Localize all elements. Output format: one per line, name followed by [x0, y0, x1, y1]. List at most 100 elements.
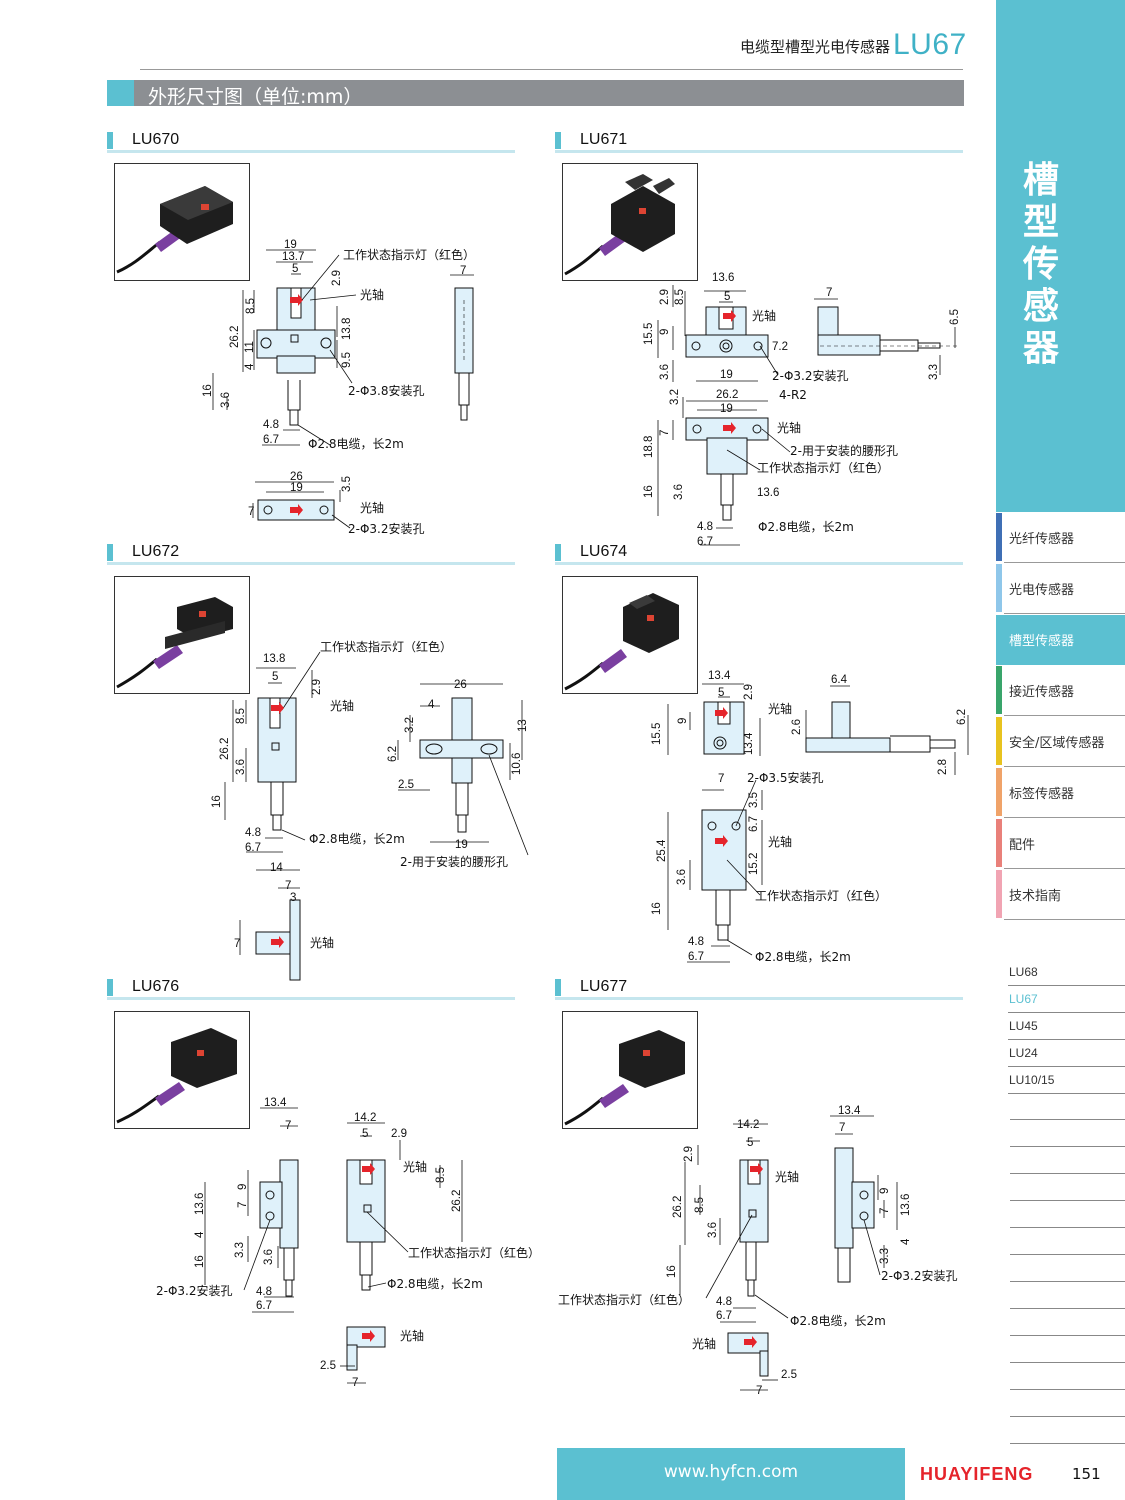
- dim: 7: [285, 880, 291, 892]
- dim: 2.9: [331, 270, 343, 286]
- label-holes: 2-Φ3.2安装孔: [156, 1283, 233, 1298]
- sidebar-category-title: 槽型传感器: [1022, 160, 1059, 369]
- dim: 7: [460, 265, 466, 277]
- brand-logo: HUAYIFENG: [920, 1464, 1034, 1484]
- label-indicator: 工作状态指示灯（红色）: [558, 1292, 690, 1307]
- dim: 3.2: [404, 717, 416, 733]
- dim: 26.2: [229, 326, 241, 348]
- sensor-photo-icon: [116, 1028, 237, 1124]
- dim: 4: [428, 699, 435, 711]
- dim: 5: [718, 687, 724, 699]
- sidebar-item-label-sensor[interactable]: 标签传感器: [996, 768, 1125, 818]
- dim: 3.6: [659, 364, 671, 380]
- divider: [1010, 1227, 1125, 1228]
- series-item-lu10-15[interactable]: LU10/15: [1008, 1068, 1125, 1094]
- dim: 7: [352, 1377, 358, 1389]
- divider: [1010, 1443, 1125, 1444]
- series-label: LU24: [1009, 1046, 1038, 1060]
- label-optical-axis: 光轴: [752, 308, 776, 323]
- dim: 5: [724, 291, 730, 303]
- dim: 16: [202, 384, 214, 397]
- product-name: LU674: [580, 543, 628, 560]
- dim: 6.7: [256, 1300, 272, 1312]
- footer-url[interactable]: www.hyfcn.com: [663, 1462, 799, 1482]
- dim: 26.2: [672, 1196, 684, 1218]
- divider: [1010, 1335, 1125, 1336]
- sidebar-item-fiber[interactable]: 光纤传感器: [996, 513, 1125, 563]
- dim: 19: [455, 839, 468, 851]
- divider: [1010, 1173, 1125, 1174]
- sidebar-item-proximity[interactable]: 接近传感器: [996, 666, 1125, 716]
- sidebar-item-safety[interactable]: 安全/区域传感器: [996, 717, 1125, 767]
- dim: 13.4: [743, 732, 755, 755]
- label-optical-axis: 光轴: [768, 834, 792, 849]
- dim: 8.5: [674, 289, 686, 305]
- sensor-photo-icon: [116, 186, 233, 274]
- label-indicator: 工作状态指示灯（红色）: [408, 1245, 540, 1260]
- series-item-lu45[interactable]: LU45: [1008, 1014, 1125, 1040]
- label-holes: 2-Φ3.5安装孔: [747, 770, 824, 785]
- dim: 19: [290, 482, 303, 494]
- dim: 2.5: [781, 1369, 797, 1381]
- dim: 11: [244, 341, 256, 353]
- dim: 3.6: [235, 759, 247, 775]
- divider: [1010, 1146, 1125, 1147]
- dim: 3.6: [676, 869, 688, 885]
- dim: 2.5: [398, 779, 414, 791]
- dim: 15.5: [643, 323, 655, 345]
- header-title: 电缆型槽型光电传感器: [739, 38, 890, 56]
- dim: 4: [900, 1238, 912, 1245]
- label-cable: Φ2.8电缆，长2m: [309, 832, 405, 846]
- dim: 3.3: [928, 364, 940, 380]
- sidebar-item-guide[interactable]: 技术指南: [996, 870, 1125, 920]
- product-photo-lu670: [114, 163, 250, 281]
- dim: 9: [237, 1184, 249, 1190]
- dim: 26.2: [219, 738, 231, 760]
- divider: [1010, 1281, 1125, 1282]
- lu670-front-view: [256, 287, 336, 426]
- dim: 5: [272, 671, 278, 683]
- dim: 4.8: [688, 936, 704, 948]
- series-item-lu24[interactable]: LU24: [1008, 1041, 1125, 1067]
- dim: 4.8: [697, 521, 713, 533]
- dim: 7: [659, 430, 671, 436]
- dim: 13.8: [341, 318, 353, 340]
- dim: 13.4: [708, 670, 731, 682]
- dim: 6.4: [831, 674, 848, 686]
- divider: [1010, 1416, 1125, 1417]
- divider: [1010, 1389, 1125, 1390]
- sidebar-item-label: 技术指南: [1009, 889, 1062, 904]
- label-indicator: 工作状态指示灯（红色）: [755, 888, 887, 903]
- series-item-lu67[interactable]: LU67: [1008, 987, 1125, 1013]
- product-photo-lu677: [562, 1011, 698, 1129]
- product-heading-lu671: LU671: [555, 131, 963, 153]
- dim: 13.4: [264, 1097, 287, 1109]
- sidebar-item-slot[interactable]: 槽型传感器: [996, 615, 1125, 665]
- label-indicator: 工作状态指示灯（红色）: [343, 247, 475, 262]
- dim: 6.2: [387, 746, 399, 762]
- dim: 16: [643, 485, 655, 498]
- dim: 4.8: [263, 419, 279, 431]
- dim: 18.8: [643, 436, 655, 458]
- series-label: LU45: [1009, 1019, 1038, 1033]
- dim: 7: [718, 773, 724, 785]
- label-optical-axis: 光轴: [692, 1336, 716, 1351]
- label-cable: Φ2.8电缆，长2m: [790, 1314, 886, 1328]
- header-model: LU67: [893, 28, 967, 61]
- dim: 4.8: [245, 827, 261, 839]
- dim: 16: [211, 795, 223, 808]
- sidebar-item-photoelectric[interactable]: 光电传感器: [996, 564, 1125, 614]
- label-optical-axis: 光轴: [330, 698, 354, 713]
- sidebar-item-accessories[interactable]: 配件: [996, 819, 1125, 869]
- label-waist-holes: 2-用于安装的腰形孔: [790, 443, 898, 458]
- sidebar-item-label: 标签传感器: [1009, 787, 1075, 802]
- label-optical-axis: 光轴: [360, 500, 384, 515]
- product-name: LU676: [132, 978, 180, 995]
- product-heading-lu676: LU676: [107, 978, 515, 1000]
- divider: [1010, 1362, 1125, 1363]
- series-item-lu68[interactable]: LU68: [1008, 960, 1125, 986]
- label-cable: Φ2.8电缆，长2m: [755, 950, 851, 964]
- label-optical-axis: 光轴: [400, 1328, 424, 1343]
- label-r2: 4-R2: [779, 388, 807, 402]
- dim: 4.8: [716, 1296, 732, 1308]
